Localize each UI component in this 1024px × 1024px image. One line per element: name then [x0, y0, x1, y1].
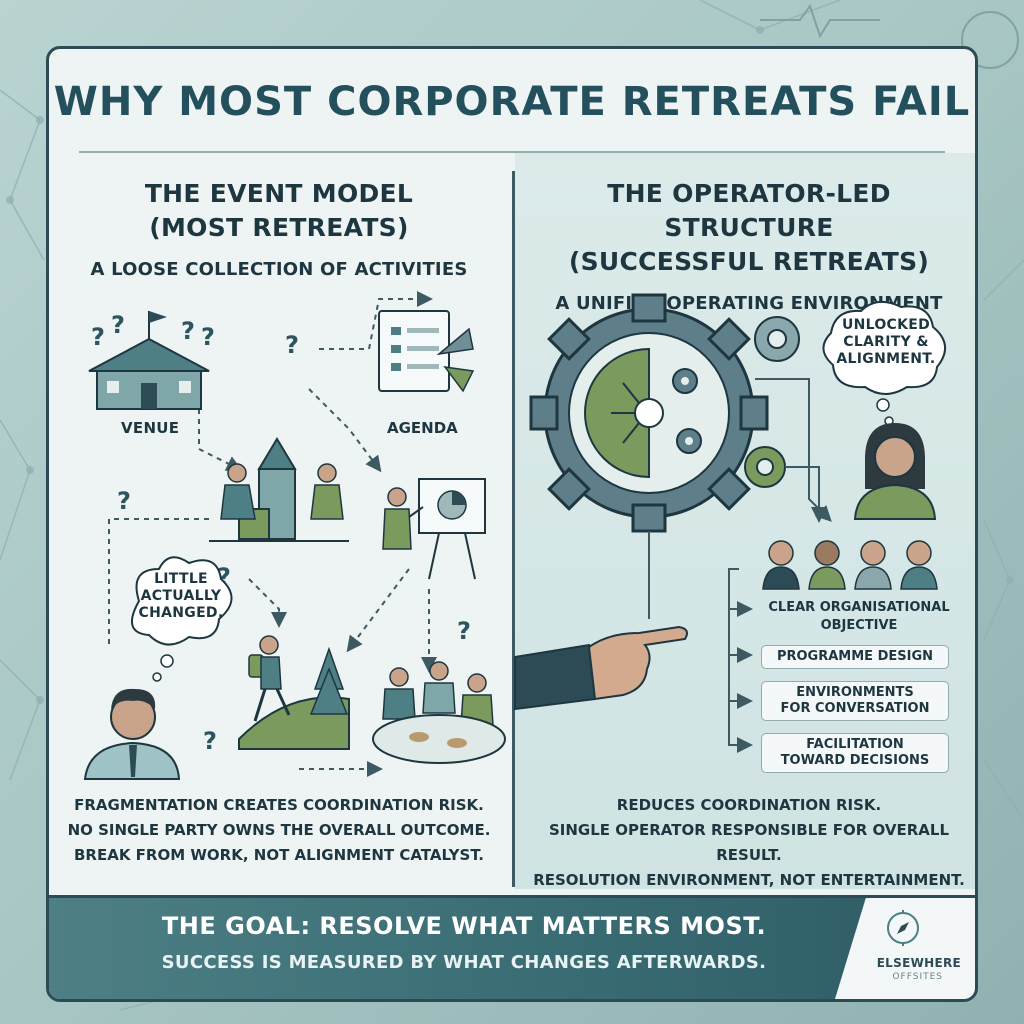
team-group-icon [762, 540, 938, 590]
heartbeat-line-icon [760, 3, 880, 39]
page-title: WHY MOST CORPORATE RETREATS FAIL [53, 79, 971, 125]
left-heading-line1: THE EVENT MODEL [144, 179, 414, 208]
step3-line2: FOR CONVERSATION [780, 701, 930, 716]
step-facilitation: FACILITATION TOWARD DECISIONS [761, 733, 949, 773]
illustration-layer: ?? ?? ? ? ? ? ? VENUE AGENDA [83, 291, 946, 780]
venue-label: VENUE [121, 419, 179, 437]
venue-building-icon [88, 311, 210, 410]
right-bubble-line3: ALIGNMENT. [836, 351, 936, 367]
svg-text:?: ? [181, 317, 195, 345]
title-divider [79, 151, 945, 153]
right-thought-bubble [822, 300, 946, 426]
right-summary-line1: REDUCES COORDINATION RISK. [616, 796, 882, 814]
small-gear-top-icon [754, 316, 800, 362]
infographic-frame: WHY MOST CORPORATE RETREATS FAIL THE EVE… [46, 46, 978, 1002]
step4-line1: FACILITATION [806, 737, 904, 752]
column-divider [512, 171, 515, 887]
left-thought-bubble [130, 556, 233, 682]
left-summary-line3: BREAK FROM WORK, NOT ALIGNMENT CATALYST. [74, 846, 484, 864]
left-bubble-line3: CHANGED. [138, 605, 224, 621]
brand-tagline: OFFSITES [892, 972, 943, 982]
step-environments: ENVIRONMENTS FOR CONVERSATION [761, 681, 949, 721]
right-summary-line2: SINGLE OPERATOR RESPONSIBLE FOR OVERALL … [548, 821, 949, 864]
left-summary-line1: FRAGMENTATION CREATES COORDINATION RISK. [74, 796, 484, 814]
right-summary-line3: RESOLUTION ENVIRONMENT, NOT ENTERTAINMEN… [533, 871, 965, 889]
svg-text:?: ? [457, 617, 471, 645]
right-heading-line1: THE OPERATOR-LED STRUCTURE [607, 179, 891, 242]
left-bubble-text: LITTLE ACTUALLY CHANGED. [135, 571, 227, 622]
svg-text:?: ? [111, 311, 125, 339]
right-bubble-line2: CLARITY & [843, 334, 929, 350]
agenda-label: AGENDA [387, 419, 458, 437]
left-summary: FRAGMENTATION CREATES COORDINATION RISK.… [49, 793, 509, 868]
left-subtitle: A LOOSE COLLECTION OF ACTIVITIES [90, 259, 468, 280]
banner-goal-text: THE GOAL: RESOLVE WHAT MATTERS MOST. [161, 912, 767, 940]
right-summary: REDUCES COORDINATION RISK. SINGLE OPERAT… [519, 793, 975, 893]
banner-subline-text: SUCCESS IS MEASURED BY WHAT CHANGES AFTE… [161, 952, 767, 973]
meeting-table-icon [372, 661, 506, 764]
svg-text:?: ? [201, 323, 215, 351]
small-gear-bottom-icon [744, 446, 786, 488]
step1-line1: CLEAR ORGANISATIONAL [768, 600, 950, 615]
right-bubble-line1: UNLOCKED [841, 317, 931, 333]
step-clear-objective: CLEAR ORGANISATIONAL OBJECTIVE [749, 599, 969, 635]
agenda-document-icon [378, 310, 475, 393]
svg-text:?: ? [285, 331, 299, 359]
step3-line1: ENVIRONMENTS [796, 685, 914, 700]
presenter-chart-icon [382, 478, 486, 580]
step1-line2: OBJECTIVE [820, 618, 898, 633]
left-bubble-line2: ACTUALLY [140, 588, 222, 604]
goal-banner: THE GOAL: RESOLVE WHAT MATTERS MOST. SUC… [49, 895, 975, 999]
pointing-hand-icon [514, 625, 688, 711]
hiker-icon [238, 635, 350, 750]
structure-connectors [648, 378, 832, 753]
step4-line2: TOWARD DECISIONS [780, 753, 930, 768]
brain-icon [961, 11, 1019, 69]
left-column-header: THE EVENT MODEL (MOST RETREATS) A LOOSE … [49, 177, 509, 280]
step-programme-design: PROGRAMME DESIGN [761, 645, 949, 669]
left-summary-line2: NO SINGLE PARTY OWNS THE OVERALL OUTCOME… [67, 821, 491, 839]
brand-name: ELSEWHERE [876, 956, 961, 970]
fragmented-paths [108, 291, 437, 777]
svg-text:?: ? [203, 727, 217, 755]
left-heading-line2: (MOST RETREATS) [149, 213, 409, 242]
right-heading-line2: (SUCCESSFUL RETREATS) [568, 247, 930, 276]
left-bubble-line1: LITTLE [154, 571, 208, 587]
svg-text:?: ? [117, 487, 131, 515]
disappointed-person-icon [83, 688, 181, 780]
right-bubble-text: UNLOCKED CLARITY & ALIGNMENT. [831, 317, 941, 368]
team-building-icon [209, 437, 349, 542]
svg-text:?: ? [91, 323, 105, 351]
central-gear-icon [529, 293, 769, 533]
compass-icon [887, 910, 919, 946]
satisfied-person-icon [853, 423, 937, 520]
